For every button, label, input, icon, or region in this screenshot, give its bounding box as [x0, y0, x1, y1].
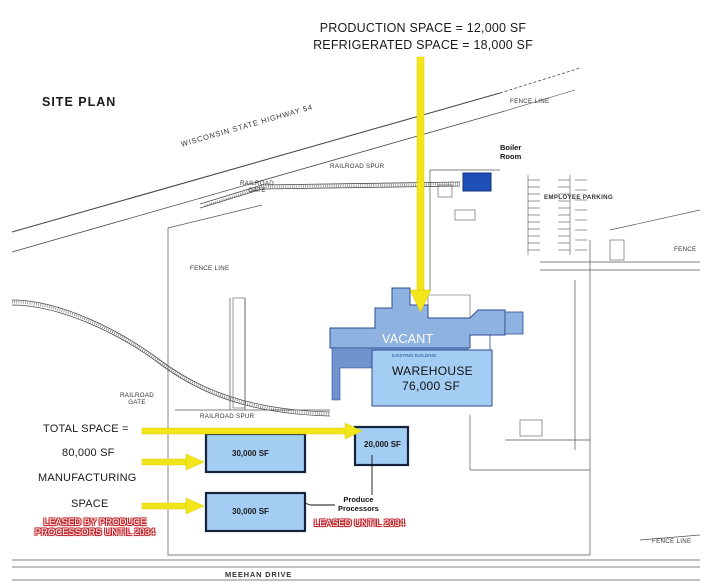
page-title: SITE PLAN — [42, 95, 117, 109]
boiler-room-label: Boiler Room — [500, 143, 521, 161]
building-30k-top — [204, 432, 307, 474]
produce-processors-line2: Processors — [338, 504, 379, 513]
lease-note-right: LEASED UNTIL 2034 — [314, 518, 405, 529]
produce-processors-line1: Produce — [343, 495, 374, 504]
railroad-gate-top-line2: GATE — [248, 187, 266, 194]
railroad-gate-top-label: RAILROAD GATE — [240, 180, 274, 194]
east-wing — [504, 311, 524, 335]
existing-building-label: EXISTING BUILDING — [392, 353, 437, 358]
fence-line-bottom-label: FENCE LINE — [652, 538, 692, 545]
railroad-spur-top-label: RAILROAD SPUR — [330, 163, 385, 170]
utility-structures — [232, 184, 625, 437]
boiler-room-label-line2: Room — [500, 152, 522, 161]
lease-note-left-line1: LEASED BY PRODUCE — [43, 517, 147, 528]
railroad-gate-left-line2: GATE — [128, 399, 146, 406]
vacant-area — [329, 287, 506, 349]
manufacturing-label: MANUFACTURING — [38, 472, 137, 484]
fence-line-left-label: FENCE LINE — [190, 265, 230, 272]
building-30k-bottom — [204, 491, 307, 533]
produce-processor-pointers — [304, 455, 373, 506]
railroad-spur-bottom-label: RAILROAD SPUR — [200, 413, 255, 420]
yellow-arrows — [141, 56, 432, 515]
main-building — [329, 287, 524, 407]
warehouse-sf-label: 76,000 SF — [402, 379, 461, 393]
building-20k-label: 20,000 SF — [364, 440, 401, 449]
employee-parking-lot — [527, 175, 587, 255]
vacant-label: VACANT — [382, 332, 434, 346]
railroad-spur — [11, 181, 461, 417]
callout-production-space: PRODUCTION SPACE = 12,000 SF — [319, 21, 527, 35]
boiler-room — [462, 172, 492, 192]
warehouse-area — [371, 349, 493, 407]
employee-parking-label: EMPLOYEE PARKING — [544, 194, 613, 201]
boiler-room-label-line1: Boiler — [500, 143, 522, 152]
produce-processors-label: Produce Processors — [338, 495, 379, 513]
fence-line-top-label: FENCE LINE — [510, 98, 550, 105]
railroad-gate-left-line1: RAILROAD — [120, 392, 155, 399]
lease-note-left: LEASED BY PRODUCE PROCESSORS UNTIL 2034 — [32, 518, 158, 538]
building-20k — [353, 425, 410, 467]
warehouse-label: WAREHOUSE — [392, 364, 473, 378]
lease-note-left-line2: PROCESSORS UNTIL 2034 — [34, 527, 156, 538]
space-label: SPACE — [71, 498, 109, 510]
fence-right-label: FENCE — [674, 246, 697, 253]
railroad-gate-top-line1: RAILROAD — [240, 180, 275, 187]
building-30k-top-label: 30,000 SF — [232, 449, 269, 458]
callout-refrigerated-space: REFRIGERATED SPACE = 18,000 SF — [313, 38, 533, 52]
railroad-gate-left-label: RAILROAD GATE — [120, 392, 154, 406]
meehan-drive-label: MEEHAN DRIVE — [225, 570, 293, 579]
total-sf-label: 80,000 SF — [62, 447, 115, 459]
total-space-label: TOTAL SPACE = — [43, 423, 129, 435]
building-30k-bottom-label: 30,000 SF — [232, 507, 269, 516]
